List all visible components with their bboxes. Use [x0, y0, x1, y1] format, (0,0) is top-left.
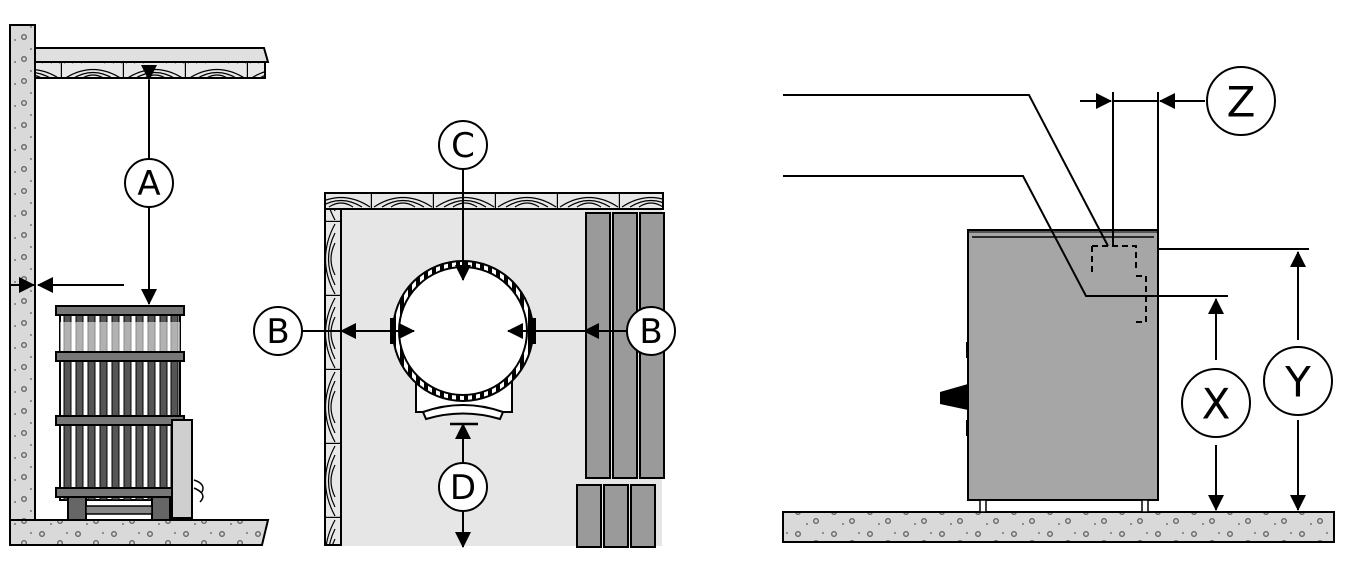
dimension-a-marker: A — [124, 158, 174, 208]
dimension-b-right-marker: B — [626, 306, 676, 356]
ceiling-wood — [34, 61, 266, 79]
label-y: Y — [1284, 358, 1311, 407]
dimension-z-marker: Z — [1206, 66, 1276, 136]
dimension-y-marker: Y — [1263, 346, 1333, 416]
floor — [9, 519, 270, 546]
dimension-b-left-marker: B — [253, 306, 303, 356]
label-c: C — [451, 126, 475, 166]
wall-top-wood — [324, 192, 664, 210]
heater-front — [940, 229, 1159, 513]
heater-top — [390, 260, 536, 426]
label-a: A — [137, 164, 160, 204]
label-d: D — [450, 468, 476, 508]
benches — [576, 212, 665, 548]
control-box — [171, 419, 193, 519]
cable — [193, 479, 204, 503]
dimension-x-marker: X — [1181, 368, 1251, 438]
label-b-right: B — [639, 312, 662, 352]
leader-line-upper — [783, 94, 1109, 247]
floor-right — [782, 511, 1335, 543]
heater-side — [55, 305, 204, 521]
front-elevation-view: Z X Y — [782, 66, 1335, 543]
side-elevation-view: A — [9, 24, 270, 546]
leader-line-lower — [783, 175, 1146, 297]
plan-view: C B B D — [253, 120, 676, 548]
wall-left-wood — [324, 208, 342, 546]
dimension-d-marker: D — [438, 462, 488, 512]
dimension-c-marker: C — [438, 120, 488, 170]
label-z: Z — [1227, 78, 1256, 127]
label-b-left: B — [266, 312, 289, 352]
ceiling-plank-top — [34, 47, 270, 63]
label-x: X — [1202, 380, 1231, 429]
knob — [940, 384, 968, 410]
